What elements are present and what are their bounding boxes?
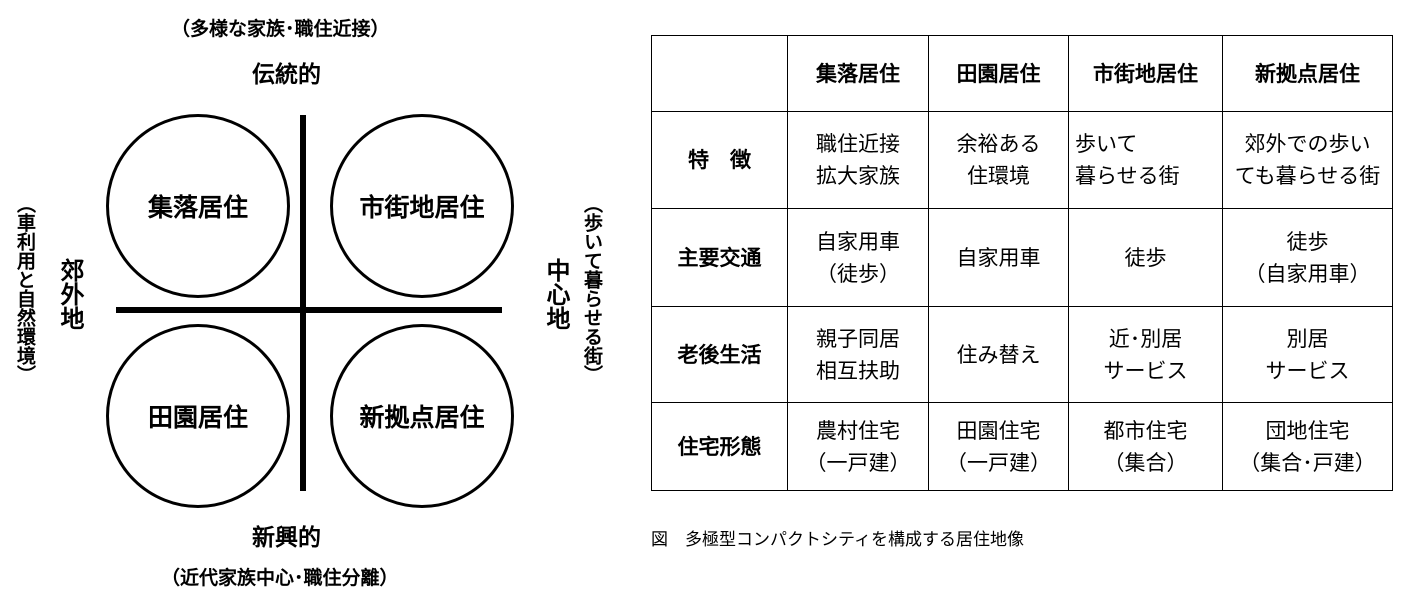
table-header-row: 集落居住 田園居住 市街地居住 新拠点居住 <box>651 35 1393 112</box>
row-header: 住宅形態 <box>651 402 788 491</box>
quadrant-label: 市街地居住 <box>359 193 485 222</box>
quadrant-label: 集落居住 <box>147 193 248 222</box>
table-cell: 徒歩 <box>1068 208 1223 307</box>
table-cell: 別居 サービス <box>1222 306 1393 403</box>
column-header: 市街地居住 <box>1068 35 1223 112</box>
quadrant-label: 新拠点居住 <box>359 403 485 432</box>
quadrant-label: 田園居住 <box>147 403 248 432</box>
table-row: 老後生活 親子同居 相互扶助 住み替え 近･別居 サービス 別居 サービス <box>651 306 1393 403</box>
right-note: （歩いて暮らせる街） <box>581 194 603 384</box>
quadrant-circle-bottom-left: 田園居住 <box>106 324 290 508</box>
vertical-axis <box>300 115 306 491</box>
figure-caption: 図 多極型コンパクトシティを構成する居住地像 <box>651 530 1024 550</box>
table-row: 特 徴 職住近接 拡大家族 余裕ある 住環境 歩いて 暮らせる街 郊外での歩い … <box>651 111 1393 209</box>
table-cell: 自家用車 （徒歩） <box>787 208 929 307</box>
horizontal-axis <box>116 307 502 313</box>
left-note: （車利用と自然環境） <box>14 194 36 384</box>
column-header: 集落居住 <box>787 35 929 112</box>
right-axis-label: 中心地 <box>542 258 570 330</box>
table-cell: 自家用車 <box>928 208 1069 307</box>
table-cell: 余裕ある 住環境 <box>928 111 1069 209</box>
row-header: 老後生活 <box>651 306 788 403</box>
table-cell: 歩いて 暮らせる街 <box>1068 111 1223 209</box>
table-row: 主要交通 自家用車 （徒歩） 自家用車 徒歩 徒歩 （自家用車） <box>651 208 1393 307</box>
bottom-axis-label: 新興的 <box>252 525 321 551</box>
row-header: 特 徴 <box>651 111 788 209</box>
quadrant-circle-top-right: 市街地居住 <box>330 114 514 298</box>
row-header: 主要交通 <box>651 208 788 307</box>
bottom-note: （近代家族中心･職住分離） <box>161 567 399 589</box>
top-axis-label: 伝統的 <box>252 62 321 88</box>
table-row: 住宅形態 農村住宅 （一戸建） 田園住宅 （一戸建） 都市住宅 （集合） 団地住… <box>651 402 1393 491</box>
table-cell: 近･別居 サービス <box>1068 306 1223 403</box>
column-header: 田園居住 <box>928 35 1069 112</box>
table-cell: 職住近接 拡大家族 <box>787 111 929 209</box>
table-cell: 徒歩 （自家用車） <box>1222 208 1393 307</box>
top-note: （多様な家族･職住近接） <box>171 18 390 40</box>
table-cell: 農村住宅 （一戸建） <box>787 402 929 491</box>
column-header: 新拠点居住 <box>1222 35 1393 112</box>
quadrant-circle-top-left: 集落居住 <box>106 114 290 298</box>
left-axis-label: 郊外地 <box>56 258 84 330</box>
table-cell: 郊外での歩い ても暮らせる街 <box>1222 111 1393 209</box>
comparison-table: 集落居住 田園居住 市街地居住 新拠点居住 特 徴 職住近接 拡大家族 余裕ある… <box>651 35 1393 491</box>
table-cell: 都市住宅 （集合） <box>1068 402 1223 491</box>
table-cell: 住み替え <box>928 306 1069 403</box>
quadrant-diagram: （多様な家族･職住近接） 伝統的 （車利用と自然環境） 郊外地 中心地 （歩いて… <box>0 0 640 601</box>
table-cell: 親子同居 相互扶助 <box>787 306 929 403</box>
table-cell: 団地住宅 （集合･戸建） <box>1222 402 1393 491</box>
quadrant-circle-bottom-right: 新拠点居住 <box>330 324 514 508</box>
table-corner-cell <box>651 35 788 112</box>
table-cell: 田園住宅 （一戸建） <box>928 402 1069 491</box>
